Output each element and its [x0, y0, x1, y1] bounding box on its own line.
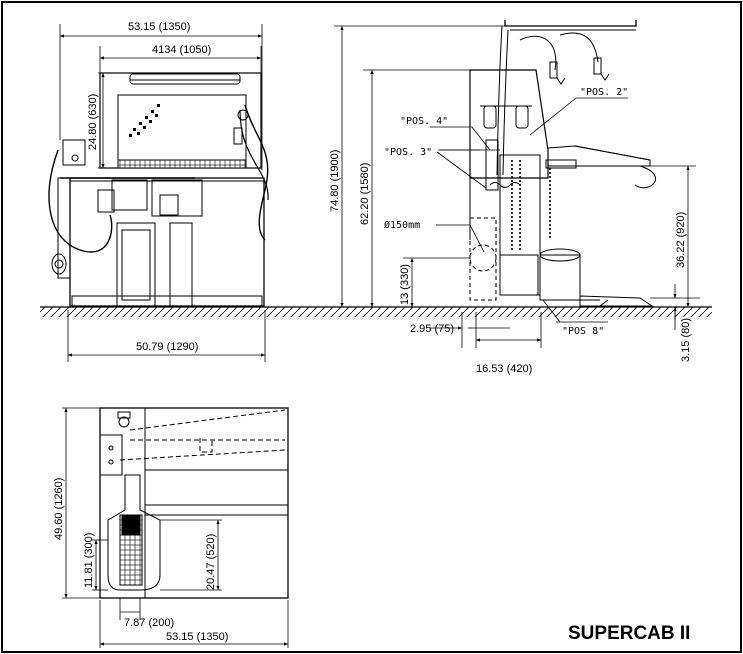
top-inner-depth: 20.47 (520): [205, 534, 217, 590]
side-table-height: 36.22 (920): [675, 212, 687, 268]
pos-3-label: "POS. 3": [384, 147, 432, 158]
front-overall-width: 53.15 (1350): [128, 21, 190, 33]
side-depth: 16.53 (420): [476, 363, 532, 375]
side-view: [469, 20, 656, 307]
side-offset: 2.95 (75): [410, 323, 454, 335]
ground-line: [40, 306, 712, 317]
top-width: 53.15 (1350): [166, 631, 228, 643]
pos-2-label: "POS. 2": [580, 87, 628, 98]
side-view-dimensions: [334, 25, 700, 348]
pos-4-label: "POS. 4": [400, 116, 448, 127]
front-hood-height: 24.80 (630): [87, 94, 99, 150]
drawing-title: SUPERCAB II: [568, 623, 690, 644]
front-base-width: 50.79 (1290): [136, 341, 198, 353]
top-view-dimensions: [62, 407, 289, 648]
side-bin-height: 13 (330): [399, 264, 411, 305]
side-body-height: 62.20 (1580): [359, 163, 371, 225]
pos-8-label: "POS 8": [562, 326, 604, 337]
top-slot-depth: 11.81 (300): [83, 533, 95, 588]
top-view: [99, 407, 289, 599]
front-view-dimensions: [59, 24, 266, 362]
side-pedal-height: 3.15 (80): [680, 318, 692, 362]
side-total-height: 74.80 (1900): [329, 150, 341, 212]
front-view: [48, 72, 269, 307]
top-slot-width: 7.87 (200): [124, 617, 174, 629]
duct-diameter: Ø150mm: [384, 219, 420, 231]
front-inner-width: 4134 (1050): [152, 44, 211, 56]
top-depth: 49.60 (1260): [53, 478, 65, 540]
